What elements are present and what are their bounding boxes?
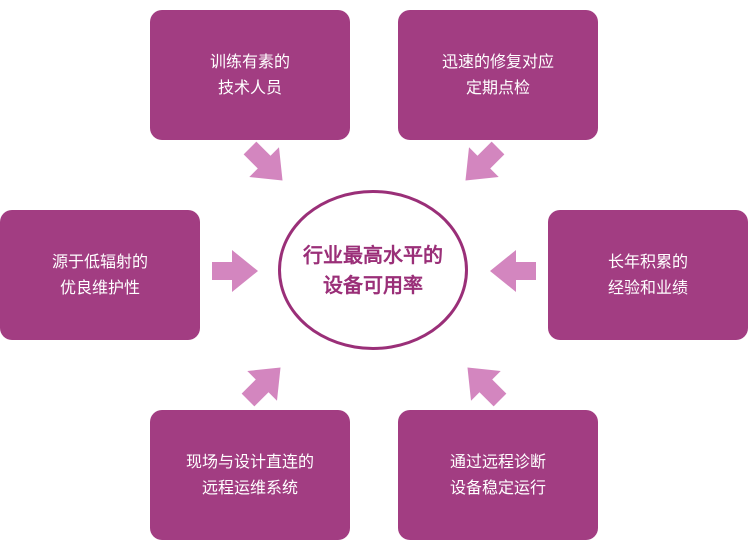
box-label-line2: 优良维护性 <box>59 278 140 297</box>
box-label-line2: 技术人员 <box>217 78 282 97</box>
box-remote-diagnosis: 通过远程诊断 设备稳定运行 <box>398 410 598 540</box>
box-label-line2: 设备稳定运行 <box>449 478 546 497</box>
box-label-line1: 源于低辐射的 <box>51 252 148 271</box>
box-label-line1: 通过远程诊断 <box>449 452 546 471</box>
box-label-line1: 长年积累的 <box>607 252 688 271</box>
box-label-line2: 远程运维系统 <box>201 478 298 497</box>
box-trained-technicians: 训练有素的 技术人员 <box>150 10 350 140</box>
arrow-bottom-left <box>241 367 281 407</box>
arrow-top-left <box>243 141 283 181</box>
center-label-line2: 设备可用率 <box>323 273 423 297</box>
box-label-line2: 定期点检 <box>465 78 530 97</box>
box-label-line1: 现场与设计直连的 <box>185 452 314 471</box>
arrow-mid-left <box>212 250 258 292</box>
center-label-line1: 行业最高水平的 <box>303 243 443 267</box>
box-low-radiation-maintainability: 源于低辐射的 优良维护性 <box>0 210 200 340</box>
box-quick-repair: 迅速的修复对应 定期点检 <box>398 10 598 140</box>
arrow-top-right <box>465 141 505 181</box>
center-circle: 行业最高水平的 设备可用率 <box>278 190 468 350</box>
arrow-bottom-right <box>467 367 507 407</box>
box-label-line2: 经验和业绩 <box>607 278 688 297</box>
box-remote-maintenance-system: 现场与设计直连的 远程运维系统 <box>150 410 350 540</box>
arrow-mid-right <box>490 250 536 292</box>
box-experience-track-record: 长年积累的 经验和业绩 <box>548 210 748 340</box>
box-label-line1: 训练有素的 <box>209 52 290 71</box>
box-label-line1: 迅速的修复对应 <box>441 52 554 71</box>
